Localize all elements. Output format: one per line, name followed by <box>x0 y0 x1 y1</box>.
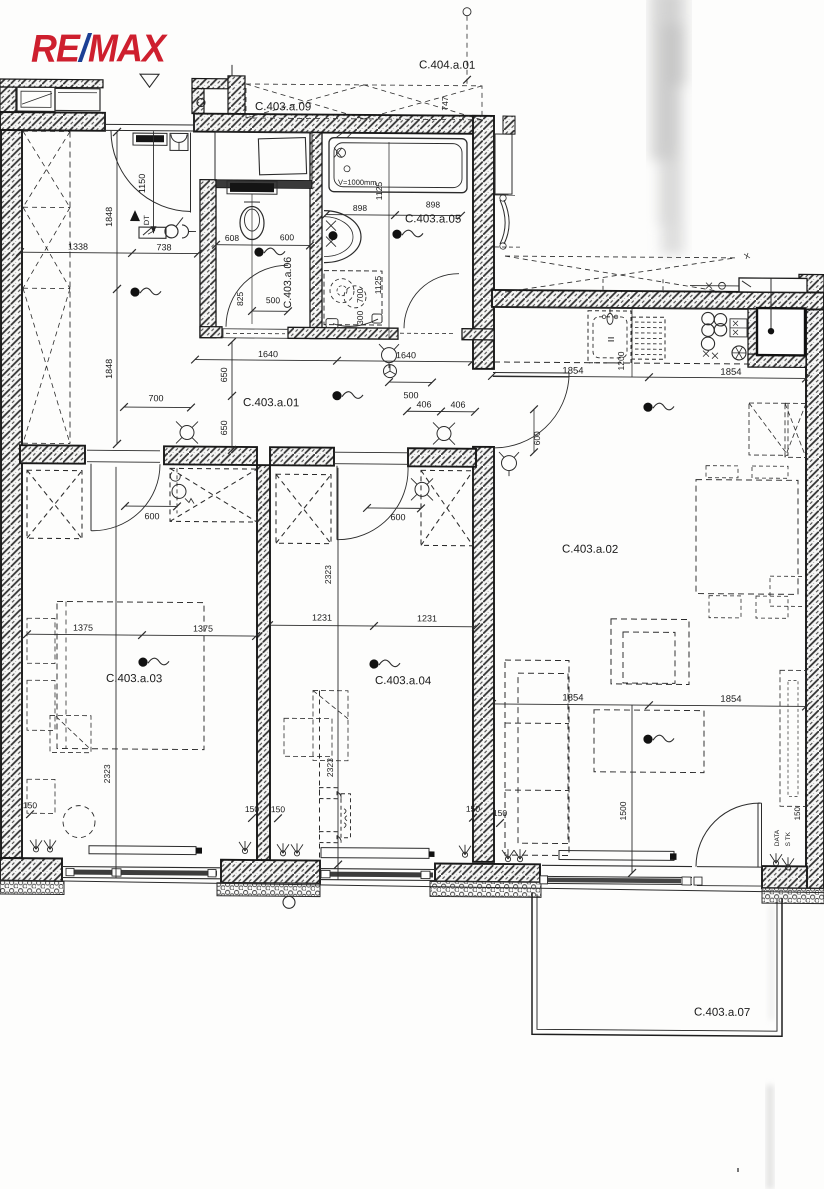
svg-text:2323: 2323 <box>323 565 333 584</box>
svg-text:1640: 1640 <box>258 349 278 359</box>
svg-text:C.404.a.01: C.404.a.01 <box>419 59 475 71</box>
svg-text:1854: 1854 <box>720 694 741 705</box>
svg-text:898: 898 <box>426 199 440 209</box>
svg-text:DT: DT <box>142 215 151 225</box>
svg-text:650: 650 <box>219 420 229 435</box>
svg-text:1854: 1854 <box>720 367 741 378</box>
svg-text:898: 898 <box>353 203 367 213</box>
svg-text:C.403.a.09: C.403.a.09 <box>255 101 311 113</box>
svg-text:RE/MAX: RE/MAX <box>31 26 168 70</box>
svg-text:500: 500 <box>403 390 418 400</box>
svg-text:1375: 1375 <box>73 623 93 633</box>
svg-text:1125: 1125 <box>374 182 384 201</box>
svg-text:600: 600 <box>532 431 542 446</box>
svg-text:1640: 1640 <box>396 350 416 360</box>
svg-text:406: 406 <box>450 400 465 410</box>
svg-text:150: 150 <box>245 804 259 814</box>
svg-text:700: 700 <box>355 288 365 303</box>
svg-text:1854: 1854 <box>562 365 583 376</box>
svg-text:S TK: S TK <box>785 831 792 846</box>
svg-text:406: 406 <box>416 399 431 409</box>
svg-text:C.403.a.03: C.403.a.03 <box>106 673 162 685</box>
svg-text:150: 150 <box>23 800 37 810</box>
svg-text:1200: 1200 <box>616 351 626 370</box>
svg-text:2323: 2323 <box>325 758 335 777</box>
svg-text:C.403.a.02: C.403.a.02 <box>562 543 618 555</box>
svg-text:1848: 1848 <box>104 207 114 227</box>
svg-text:C.403.a.04: C.403.a.04 <box>375 675 432 687</box>
svg-text:1848: 1848 <box>104 359 114 379</box>
svg-text:150: 150 <box>793 806 802 820</box>
svg-text:C.403.a.01: C.403.a.01 <box>243 397 299 409</box>
svg-text:C.403.a.06: C.403.a.06 <box>282 257 294 309</box>
svg-text:300: 300 <box>355 310 365 325</box>
svg-text:C.403.a.07: C.403.a.07 <box>694 1007 750 1019</box>
svg-text:500: 500 <box>266 295 280 305</box>
svg-text:1150: 1150 <box>137 174 147 193</box>
svg-text:825: 825 <box>235 292 245 307</box>
svg-text:738: 738 <box>156 242 171 252</box>
svg-text:150: 150 <box>271 804 285 814</box>
svg-text:1125: 1125 <box>373 276 383 295</box>
svg-text:1375: 1375 <box>193 624 213 634</box>
svg-text:1231: 1231 <box>312 612 332 622</box>
svg-text:600: 600 <box>390 512 405 522</box>
svg-text:2323: 2323 <box>102 764 112 783</box>
svg-text:150: 150 <box>466 804 480 814</box>
svg-text:600: 600 <box>144 511 159 521</box>
svg-text:600: 600 <box>280 232 294 242</box>
svg-text:DATA: DATA <box>774 829 781 846</box>
svg-text:150: 150 <box>493 808 507 818</box>
svg-text:V=1000mm: V=1000mm <box>338 178 377 187</box>
svg-text:1231: 1231 <box>417 613 437 623</box>
svg-text:608: 608 <box>225 233 239 243</box>
svg-text:1854: 1854 <box>562 692 583 703</box>
svg-text:C.403.a.05: C.403.a.05 <box>405 213 461 225</box>
svg-text:747: 747 <box>440 96 450 111</box>
svg-text:650: 650 <box>219 367 229 382</box>
svg-text:1338: 1338 <box>68 242 88 252</box>
svg-text:700: 700 <box>148 393 163 403</box>
svg-text:1500: 1500 <box>618 801 628 820</box>
